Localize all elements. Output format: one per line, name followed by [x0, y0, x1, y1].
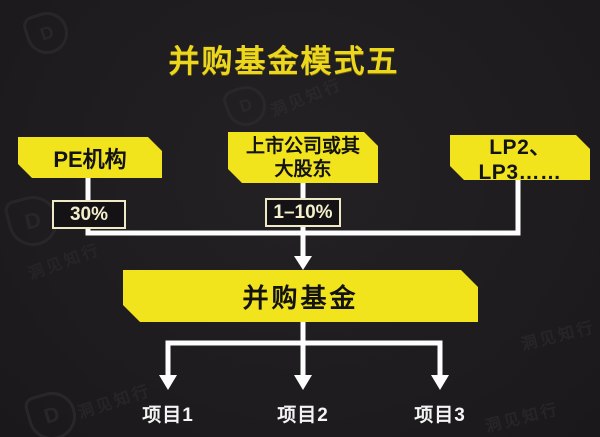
node-lp: LP2、LP3…… — [450, 135, 590, 180]
node-listed-label-line1: 上市公司或其 — [245, 135, 360, 157]
stake-listed-value: 1–10% — [273, 201, 333, 223]
stake-tag-pe: 30% — [52, 200, 126, 229]
project-label-1: 项目1 — [142, 405, 194, 426]
node-fund: 并购基金 — [123, 270, 478, 322]
node-listed-label-line2: 大股东 — [274, 158, 332, 180]
arrowhead-to-fund — [294, 256, 312, 270]
node-pe: PE机构 — [18, 137, 162, 178]
arrowhead-project3 — [431, 375, 449, 390]
stake-pe-value: 30% — [69, 203, 109, 225]
arrowhead-project2 — [294, 375, 312, 390]
project-label-3: 项目3 — [414, 405, 466, 426]
stake-tag-listed: 1–10% — [265, 198, 341, 227]
node-pe-label: PE机构 — [53, 146, 127, 172]
diagram-title: 并购基金模式五 — [168, 44, 400, 79]
arrowhead-project1 — [159, 375, 177, 390]
node-lp-label: LP2、LP3…… — [478, 135, 562, 184]
node-fund-label: 并购基金 — [242, 282, 359, 313]
project-label-2: 项目2 — [277, 405, 329, 426]
node-listed-company: 上市公司或其 大股东 — [228, 132, 378, 183]
